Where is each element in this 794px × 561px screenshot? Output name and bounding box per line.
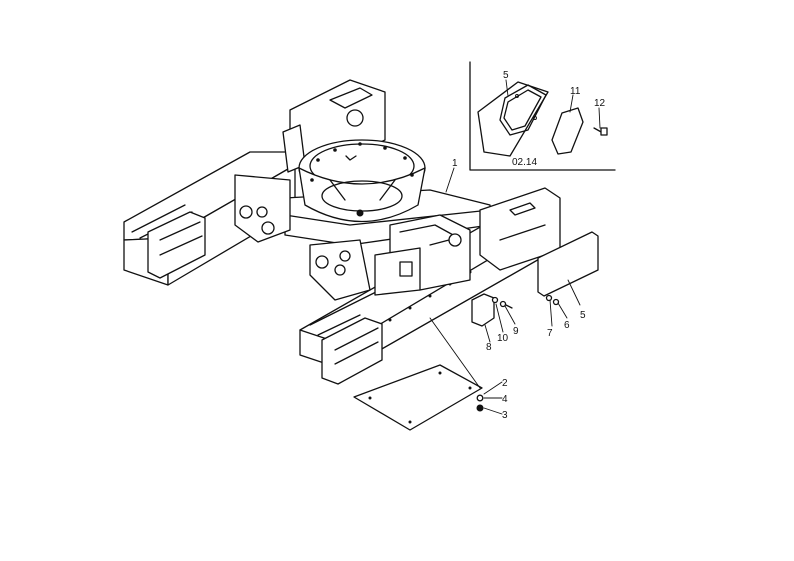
- callout-9: 9: [513, 326, 519, 337]
- side-cover-plate: [537, 231, 599, 297]
- callout-10: 10: [497, 333, 509, 344]
- swing-circle: [298, 139, 426, 223]
- callout-12: 12: [594, 98, 606, 109]
- under-guard-plate: [353, 364, 483, 431]
- inset-bolt: [593, 127, 608, 136]
- callout-11: 11: [570, 86, 581, 97]
- detail-inset: [469, 61, 616, 171]
- callout-labels: 1 2 4 3 5 6 7 9 10 8 5 11 12 02.14: [452, 70, 606, 421]
- inset-code: 02.14: [512, 157, 537, 168]
- cover-fasteners: [491, 296, 513, 309]
- leader-lines: [445, 167, 581, 415]
- callout-6: 6: [564, 320, 570, 331]
- callout-1: 1: [452, 158, 458, 169]
- callout-4: 4: [502, 394, 508, 405]
- inset-cover-plate: [477, 81, 549, 157]
- callout-8: 8: [486, 342, 492, 353]
- callout-7: 7: [547, 328, 553, 339]
- guard-bolts: [476, 394, 484, 412]
- callout-2: 2: [502, 378, 508, 389]
- undercarriage-frame: [123, 79, 561, 385]
- callout-5-inset: 5: [503, 70, 509, 81]
- inspection-cover: [471, 293, 495, 327]
- plate-fasteners: [545, 294, 560, 306]
- callout-5-main: 5: [580, 310, 586, 321]
- inset-gasket: [551, 107, 584, 155]
- callout-3: 3: [502, 410, 508, 421]
